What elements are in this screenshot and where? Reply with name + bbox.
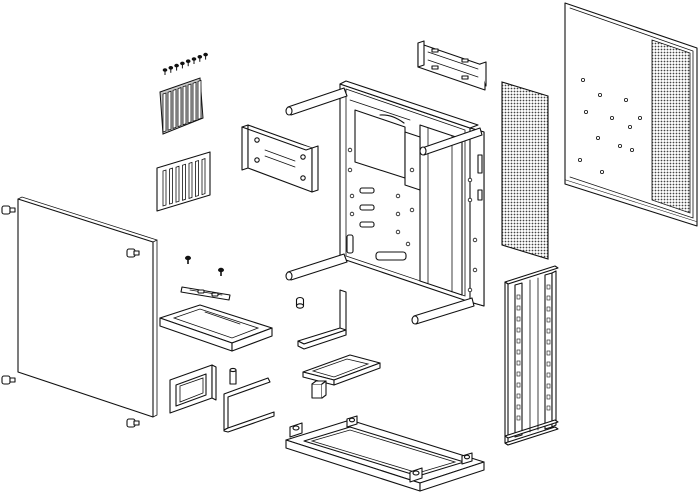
small-fan-frame xyxy=(169,364,217,414)
bent-rod xyxy=(223,377,275,433)
drive-cage-bracket xyxy=(241,124,319,193)
main-chassis-frame xyxy=(339,80,485,307)
expansion-slot-covers xyxy=(159,77,204,135)
top-rail-bracket xyxy=(417,40,487,91)
chassis-rods xyxy=(285,87,483,325)
front-rail-frame xyxy=(504,265,559,446)
expansion-slot-screws xyxy=(162,52,208,75)
support-pin xyxy=(229,296,305,385)
left-side-panel xyxy=(17,196,158,418)
base-foot-frame xyxy=(285,415,485,492)
l-bracket xyxy=(297,289,347,350)
expansion-slot-bracket xyxy=(156,151,211,212)
hdd-tray xyxy=(302,354,381,399)
thumbscrews xyxy=(1,205,140,428)
psu-shroud-tray xyxy=(159,304,273,352)
right-side-panel xyxy=(564,2,698,227)
mesh-filter-panel xyxy=(501,81,549,260)
mounting-rail xyxy=(180,286,231,301)
standoff-screws xyxy=(185,255,224,276)
